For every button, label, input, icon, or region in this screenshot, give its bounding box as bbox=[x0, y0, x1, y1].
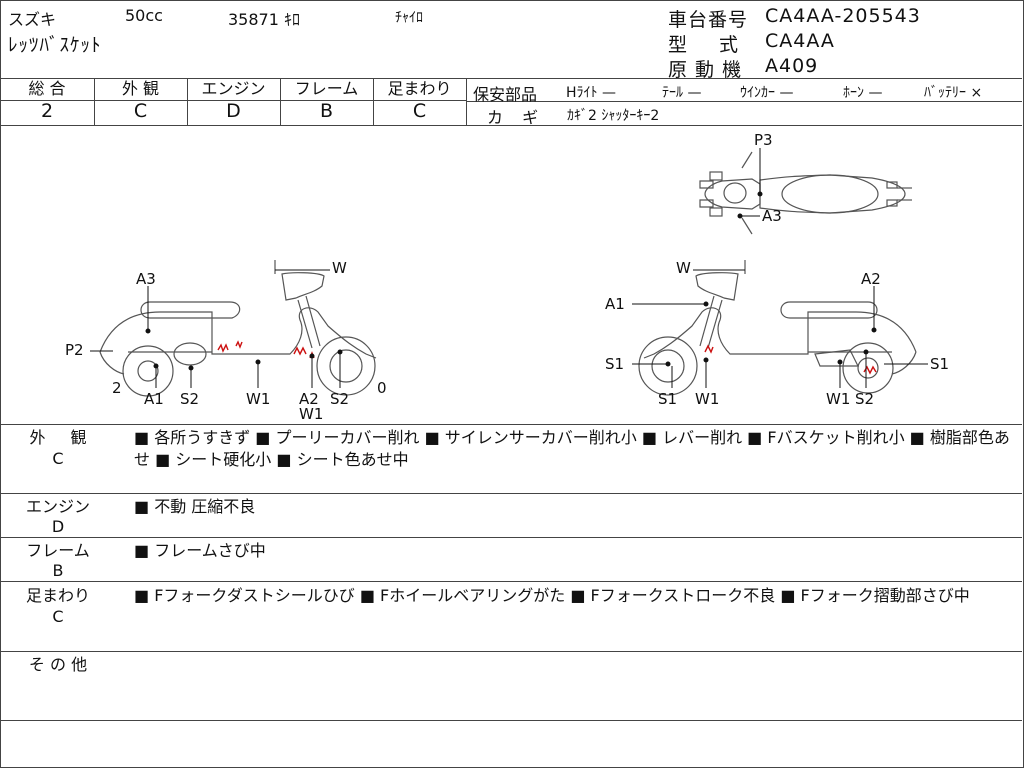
engine-detail-label: エンジン bbox=[25, 497, 90, 516]
frame-no-label: 車台番号 bbox=[668, 9, 749, 31]
engine-value: A409 bbox=[765, 55, 819, 77]
frame-detail-label: フレーム bbox=[26, 541, 90, 560]
engine-grade-cell: エンジン D bbox=[187, 79, 280, 123]
label-left-a2: A2 bbox=[299, 390, 319, 408]
exterior-detail-text: ■ 各所うすきず ■ プーリーカバー削れ ■ サイレンサーカバー削れ小 ■ レバ… bbox=[134, 428, 1010, 469]
label-left-2: 2 bbox=[112, 379, 122, 397]
type-label: 型 式 bbox=[668, 34, 740, 56]
right-view-sketch bbox=[638, 260, 917, 396]
suspension-detail-text: ■ Fフォークダストシールひび ■ Fホイールベアリングがた ■ Fフォークスト… bbox=[134, 586, 970, 605]
label-right-s2: S2 bbox=[855, 390, 874, 408]
safety-battery: ﾊﾞｯﾃﾘｰ × bbox=[924, 85, 983, 101]
engine-grade-label: エンジン bbox=[201, 79, 266, 98]
suspension-detail-label: 足まわり bbox=[25, 586, 90, 605]
details-line-3 bbox=[0, 581, 1022, 582]
overall-label: 総 合 bbox=[28, 79, 66, 98]
exterior-grade-value: C bbox=[133, 100, 148, 122]
damage-diagram: P3 A3 W A3 P2 2 0 A1 S2 W1 A2 W1 S2 W A2… bbox=[65, 131, 949, 423]
label-right-w1a: W1 bbox=[695, 390, 719, 408]
safety-taillight: ﾃｰﾙ — bbox=[662, 85, 702, 101]
details-line-2 bbox=[0, 537, 1022, 538]
other-detail-label: そ の 他 bbox=[28, 655, 88, 674]
suspension-detail-grade: C bbox=[52, 607, 64, 626]
grade-divider-5 bbox=[466, 78, 467, 125]
exterior-detail-label: 外 観 bbox=[29, 428, 87, 447]
label-right-w: W bbox=[676, 259, 691, 277]
grade-divider-4 bbox=[373, 78, 374, 125]
left-view-sketch bbox=[99, 260, 377, 397]
label-left-w: W bbox=[332, 259, 347, 277]
label-top-p3: P3 bbox=[754, 131, 773, 149]
label-left-p2: P2 bbox=[65, 341, 84, 359]
top-view-sketch bbox=[699, 151, 912, 235]
details-line-1 bbox=[0, 493, 1022, 494]
grade-divider-1 bbox=[94, 78, 95, 125]
key-value: ｶｷﾞ2 ｼｬｯﾀｰｷｰ2 bbox=[567, 108, 660, 124]
label-left-a3: A3 bbox=[136, 270, 156, 288]
overall-grade-cell: 総 合 2 bbox=[0, 79, 94, 123]
engine-detail-grade: D bbox=[51, 517, 65, 536]
grade-bottom-line bbox=[0, 125, 1022, 126]
label-top-a3: A3 bbox=[762, 207, 782, 225]
label-left-s2a: S2 bbox=[180, 390, 199, 408]
engine-label: 原 動 機 bbox=[668, 59, 743, 81]
model-name: ﾚｯﾂﾊﾞｽｹｯﾄ bbox=[8, 34, 102, 56]
overall-value: 2 bbox=[40, 100, 54, 122]
label-right-a1: A1 bbox=[605, 295, 625, 313]
frame-grade-cell: フレーム B bbox=[280, 79, 373, 123]
suspension-grade-value: C bbox=[412, 100, 427, 122]
frame-grade-value: B bbox=[319, 100, 334, 122]
safety-headlight: Hﾗｲﾄ — bbox=[566, 85, 616, 101]
color: ﾁｬｲﾛ bbox=[395, 10, 423, 26]
suspension-grade-label: 足まわり bbox=[387, 79, 452, 98]
details-line-4 bbox=[0, 651, 1022, 652]
suspension-grade-cell: 足まわり C bbox=[373, 79, 466, 123]
label-left-w1: W1 bbox=[246, 390, 270, 408]
frame-no-value: CA4AA-205543 bbox=[765, 5, 921, 27]
exterior-detail-grade: C bbox=[52, 449, 64, 468]
frame-detail-text: ■ フレームさび中 bbox=[134, 541, 266, 560]
frame-grade-label: フレーム bbox=[294, 79, 359, 98]
grade-divider-2 bbox=[187, 78, 188, 125]
engine-grade-value: D bbox=[226, 100, 241, 122]
safety-mid-line bbox=[466, 101, 1022, 102]
label-right-s1b: S1 bbox=[658, 390, 677, 408]
label-right-w1b: W1 bbox=[826, 390, 850, 408]
label-left-0: 0 bbox=[377, 379, 387, 397]
displacement: 50cc bbox=[125, 6, 163, 25]
engine-detail-text: ■ 不動 圧縮不良 bbox=[134, 497, 256, 516]
grade-mid-line bbox=[0, 100, 466, 101]
details-top-line bbox=[0, 424, 1022, 425]
type-value: CA4AA bbox=[765, 30, 835, 52]
exterior-grade-cell: 外 観 C bbox=[94, 79, 187, 123]
label-right-s1a: S1 bbox=[605, 355, 624, 373]
maker: スズキ bbox=[8, 10, 57, 29]
mileage: 35871 ｷﾛ bbox=[228, 10, 300, 29]
label-left-s2b: S2 bbox=[330, 390, 349, 408]
label-left-a1: A1 bbox=[144, 390, 164, 408]
grade-top-line bbox=[0, 78, 1022, 79]
label-left-w1b: W1 bbox=[299, 405, 323, 423]
grade-divider-3 bbox=[280, 78, 281, 125]
key-label: カ ギ bbox=[487, 108, 539, 127]
label-right-s1c: S1 bbox=[930, 355, 949, 373]
details-line-5 bbox=[0, 720, 1022, 721]
label-right-a2: A2 bbox=[861, 270, 881, 288]
frame-detail-grade: B bbox=[52, 561, 64, 580]
safety-winker: ｳｲﾝｶｰ — bbox=[740, 85, 794, 101]
safety-horn: ﾎｰﾝ — bbox=[843, 85, 883, 101]
safety-label: 保安部品 bbox=[473, 85, 538, 104]
exterior-grade-label: 外 観 bbox=[121, 79, 160, 98]
